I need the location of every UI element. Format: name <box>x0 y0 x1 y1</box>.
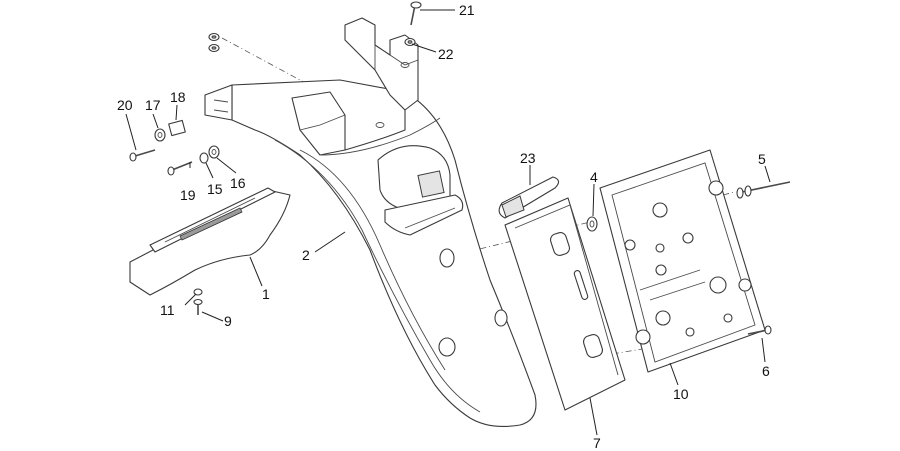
callout-23: 23 <box>520 150 536 166</box>
part-1-side-panel <box>129 187 291 296</box>
callout-4: 4 <box>590 169 598 185</box>
hardware-fasteners <box>129 1 422 315</box>
callout-16: 16 <box>230 175 246 191</box>
part-10-plate-holder <box>599 149 766 373</box>
callout-22: 22 <box>438 46 454 62</box>
callout-19: 19 <box>180 187 196 203</box>
part-5-screw <box>736 181 791 199</box>
part-4-washer <box>586 216 598 232</box>
callout-labels: 21 22 20 17 18 19 15 16 23 4 5 6 2 1 11 … <box>117 2 770 451</box>
leader-lines <box>125 9 771 436</box>
part-2-rear-fender <box>204 79 537 427</box>
callout-10: 10 <box>673 386 689 402</box>
callout-17: 17 <box>145 97 161 113</box>
part-7-plate-bracket <box>504 197 626 411</box>
callout-2: 2 <box>302 247 310 263</box>
callout-1: 1 <box>262 286 270 302</box>
licence-light-housing <box>377 145 464 236</box>
callout-9: 9 <box>224 313 232 329</box>
callout-5: 5 <box>758 151 766 167</box>
callout-15: 15 <box>207 181 223 197</box>
part-23-reflector <box>498 176 560 219</box>
callout-20: 20 <box>117 97 133 113</box>
part-6-screw <box>747 325 772 335</box>
callout-7: 7 <box>593 435 601 451</box>
callout-11: 11 <box>160 302 175 318</box>
callout-6: 6 <box>762 363 770 379</box>
callout-18: 18 <box>170 89 186 105</box>
callout-21: 21 <box>459 2 475 18</box>
